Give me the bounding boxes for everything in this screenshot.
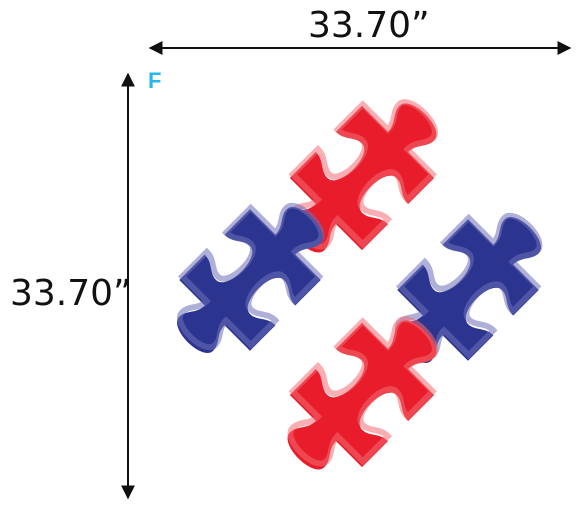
- width-dimension-label: 33.70”: [308, 5, 430, 46]
- height-dimension-label: 33.70”: [10, 273, 132, 314]
- corner-letter: F: [148, 68, 162, 93]
